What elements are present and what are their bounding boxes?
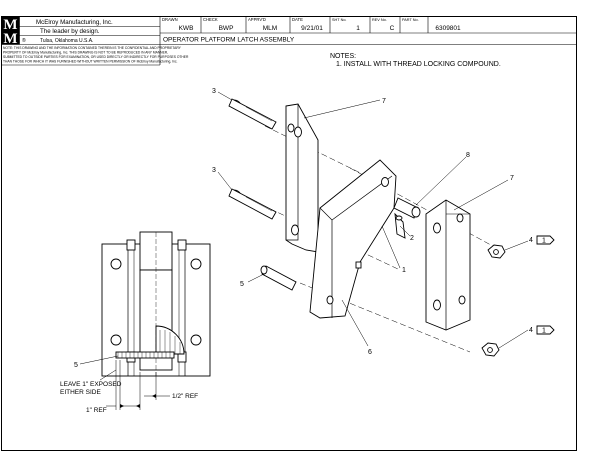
- latch-plate: [309, 159, 397, 319]
- part-number-label: PART No.: [402, 18, 419, 22]
- disclaimer-line-4: THAN THOSE FOR WHICH IT WAS FURNISHED WI…: [3, 60, 178, 64]
- callout-7-rear: 7: [382, 98, 386, 105]
- check-value: BWP: [219, 25, 234, 32]
- hex-nut-upper: [487, 244, 506, 259]
- cap-screw-lower: [228, 188, 277, 220]
- disclaimer-line-3: SUBMITTED TO OUTSIDE PARTIES FOR EXAMINA…: [3, 55, 189, 59]
- logo-letter-top: M: [3, 17, 17, 33]
- callout-8: 8: [466, 152, 470, 159]
- note-flag-lower-text: 1: [542, 328, 546, 335]
- notes: NOTES: 1. INSTALL WITH THREAD LOCKING CO…: [330, 53, 501, 68]
- dim-one-inch-ref: 1" REF: [86, 407, 107, 414]
- drawing-title: OPERATOR PLATFORM LATCH ASSEMBLY: [163, 37, 295, 44]
- notes-heading: NOTES:: [330, 53, 356, 60]
- revision-label: REV No.: [372, 18, 387, 22]
- apprvd-label: APPRV'D: [248, 17, 266, 22]
- callout-7-front: 7: [510, 175, 514, 182]
- disclaimer-line-2: PROPERTY OF McElroy Manufacturing, Inc. …: [3, 51, 168, 55]
- company-logo: [1, 16, 20, 45]
- callout-4-lower: 4: [529, 327, 533, 334]
- drawn-value: KWB: [179, 25, 194, 32]
- apprvd-value: MLM: [263, 25, 277, 32]
- callout-1: 1: [402, 267, 406, 274]
- bracket-rear: [285, 103, 319, 253]
- callout-2: 2: [410, 235, 414, 242]
- spacer-bushing: [393, 197, 421, 219]
- dim-half-inch-ref: 1/2" REF: [172, 393, 198, 400]
- company-location: Tulsa, Oklahoma U.S.A.: [40, 38, 93, 44]
- note-item-1: 1. INSTALL WITH THREAD LOCKING COMPOUND.: [336, 61, 501, 68]
- company-tagline: The leader by design.: [40, 28, 100, 35]
- drawn-label: DRAWN: [162, 17, 178, 22]
- assembled-detail-view: 5 LEAVE 1" EXPOSED EITHER SIDE 1/2" REF …: [60, 231, 211, 414]
- callout-6: 6: [368, 349, 372, 356]
- logo-letter-bottom: M: [3, 31, 17, 47]
- callout-4-upper: 4: [529, 237, 533, 244]
- note-flag-upper-text: 1: [542, 238, 546, 245]
- cap-screw-upper: [228, 98, 277, 130]
- check-label: CHECK: [203, 17, 218, 22]
- sheet-number-label: SHT No.: [332, 18, 347, 22]
- exploded-view: 1 1 3 3 7 8 7 2 1 5 6 4 4: [212, 88, 555, 357]
- registered-mark-icon: ®: [22, 37, 26, 44]
- disclaimer-line-1: NOTE: THIS DRAWING AND THE INFORMATION C…: [3, 46, 182, 50]
- date-value: 9/21/01: [301, 25, 323, 32]
- bracket-front: [425, 199, 471, 331]
- callout-3-lower: 3: [212, 167, 216, 174]
- roll-pin: [260, 265, 297, 291]
- callout-3-upper: 3: [212, 88, 216, 95]
- date-label: DATE: [292, 17, 303, 22]
- sheet-number-value: 1: [356, 25, 360, 32]
- callout-5-exploded: 5: [240, 281, 244, 288]
- hex-nut-lower: [481, 342, 500, 357]
- note-flag-upper: 1: [536, 235, 555, 245]
- callout-5-detail: 5: [74, 362, 78, 369]
- revision-value: C: [390, 25, 395, 32]
- dim-either-side: EITHER SIDE: [60, 389, 101, 396]
- company-name: McElroy Manufacturing, Inc.: [36, 19, 113, 26]
- sheet-border: [1, 16, 577, 451]
- dim-leave-exposed: LEAVE 1" EXPOSED: [60, 381, 122, 388]
- note-flag-lower: 1: [536, 325, 555, 335]
- title-block: M M McElroy Manufacturing, Inc. The lead…: [1, 16, 577, 66]
- part-number-value: 6309801: [435, 25, 461, 32]
